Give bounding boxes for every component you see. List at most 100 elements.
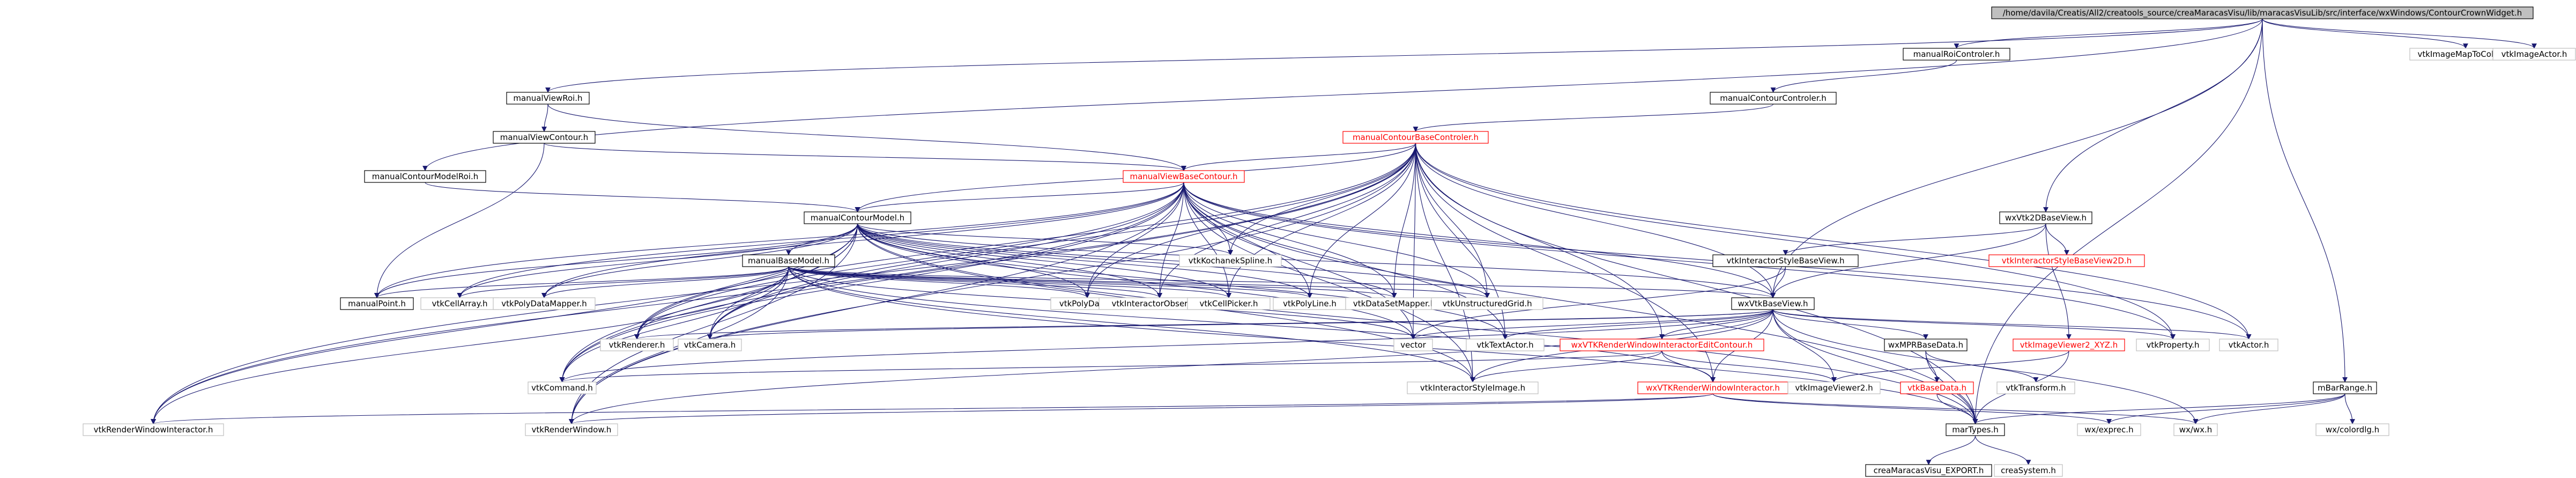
node-mar-types[interactable]: marTypes.h (1946, 423, 2005, 436)
node-box (2173, 423, 2218, 436)
node-box (1187, 297, 1271, 310)
node-vtk-base-data[interactable]: vtkBaseData.h (1900, 381, 1974, 394)
node-vtk-unstructured-grid[interactable]: vtkUnstructuredGrid.h (1431, 297, 1543, 310)
node-box (1884, 339, 1968, 351)
edge-wxVtkBaseView-to-vtkRenderer (634, 309, 1773, 340)
node-label: manualContourModel.h (811, 213, 904, 223)
node-wx-mprbase-data[interactable]: wxMPRBaseData.h (1884, 339, 1968, 351)
edge-manualBaseModel-to-vtkInteractorObserver (788, 266, 1162, 298)
edge-manualViewBaseContour-to-vtkCellPicker (1183, 182, 1231, 298)
node-manual-contour-model-roi[interactable]: manualContourModelRoi.h (364, 170, 486, 183)
node-wx-vtkrender-window-interactor-edit-contour[interactable]: wxVTKRenderWindowInteractorEditContour.h (1560, 339, 1764, 351)
edge-root-to-manualViewRoi (545, 18, 2263, 93)
edge-manualViewBaseContour-to-vtkRenderer (634, 182, 1184, 340)
edge-wxVtkBaseView-to-wxMPRBaseData (1772, 309, 1928, 340)
node-vtk-cell-picker[interactable]: vtkCellPicker.h (1187, 297, 1271, 310)
node-label: vtkCamera.h (684, 340, 736, 350)
node-manual-view-contour[interactable]: manualViewContour.h (493, 131, 596, 144)
edge-manualBaseModel-to-vtkPolyDataMapper (541, 266, 789, 298)
node-vtk-camera[interactable]: vtkCamera.h (678, 339, 742, 351)
node-label: manualViewContour.h (500, 133, 589, 142)
node-vtk-command[interactable]: vtkCommand.h (528, 381, 597, 394)
node-label: vtkInteractorObserver.h (1111, 299, 1207, 308)
node-manual-roi-controler[interactable]: manualRoiControler.h (1903, 48, 2010, 61)
node-manual-contour-controler[interactable]: manualContourControler.h (1710, 92, 1837, 105)
node-vtk-data-set-mapper[interactable]: vtkDataSetMapper.h (1345, 297, 1443, 310)
node-vtk-text-actor[interactable]: vtkTextActor.h (1466, 339, 1545, 351)
node-wx-vtkrender-window-interactor[interactable]: wxVTKRenderWindowInteractor.h (1637, 381, 1788, 394)
node-label: manualContourControler.h (1720, 93, 1827, 103)
edge-wxVtkBaseView-to-vtkRenderWindow (569, 309, 1773, 424)
node-wx-vtk2dbase-view[interactable]: wxVtk2DBaseView.h (1999, 211, 2092, 224)
node-label: vtkInteractorStyleBaseView2D.h (2002, 256, 2132, 266)
edge-manualContourBaseControler-to-vtkRenderer (634, 143, 1416, 340)
node-wxwx[interactable]: wx/wx.h (2173, 423, 2218, 436)
node-manual-view-base-contour[interactable]: manualViewBaseContour.h (1123, 170, 1245, 183)
node-label: vtkActor.h (2229, 340, 2269, 350)
edge-manualBaseModel-to-vtkDataSetMapper (788, 266, 1397, 298)
node-box (1991, 6, 2534, 19)
node-vtk-kochanek-spline[interactable]: vtkKochanekSpline.h (1179, 254, 1282, 267)
node-vector[interactable]: vector (1393, 339, 1433, 351)
node-vtk-interactor-style-base-view2d[interactable]: vtkInteractorStyleBaseView2D.h (1988, 254, 2145, 267)
edge-mBarRange-to-wxcolordlg (2344, 393, 2355, 424)
node-crea-system[interactable]: creaSystem.h (1994, 464, 2063, 477)
node-vtk-render-window[interactable]: vtkRenderWindow.h (525, 423, 618, 436)
node-vtk-poly-line[interactable]: vtkPolyLine.h (1273, 297, 1347, 310)
node-wxcolordlg[interactable]: wx/colordlg.h (2315, 423, 2389, 436)
node-box (1787, 381, 1881, 394)
edge-manualBaseModel-to-vtkPolyLine (788, 266, 1312, 298)
node-box (1731, 297, 1815, 310)
edge-wxVtk2DBaseView-to-wxVtkBaseView (1770, 223, 2046, 298)
edge-manualContourBaseControler-to-vtkRenderWindowInteractor (151, 143, 1416, 424)
node-box (742, 254, 835, 267)
node-label: vtkTextActor.h (1476, 340, 1533, 350)
node-wxexprec[interactable]: wx/exprec.h (2077, 423, 2141, 436)
edge-wxVTKRenderWindowInteractor-to-wxexprec (1712, 393, 2112, 424)
node-box (528, 381, 597, 394)
edge-vtkInteractorStyleBaseView-to-wxVtkBaseView (1770, 266, 1786, 298)
node-vtk-transform[interactable]: vtkTransform.h (1996, 381, 2075, 394)
node-vtk-cell-array[interactable]: vtkCellArray.h (420, 297, 499, 310)
node-manual-point[interactable]: manualPoint.h (340, 297, 414, 310)
node-vtk-renderer[interactable]: vtkRenderer.h (600, 339, 674, 351)
node-label: vtkUnstructuredGrid.h (1442, 299, 1532, 308)
node-label: creaMaracasVisu_EXPORT.h (1874, 466, 1984, 476)
edge-manualRoiControler-to-manualContourControler (1770, 60, 1957, 93)
edge-vtkInteractorStyleBaseView-to-vector (1411, 266, 1786, 340)
node-box (1710, 92, 1837, 105)
node-crea-maracas-visu-export[interactable]: creaMaracasVisu_EXPORT.h (1865, 464, 1992, 477)
edge-wxVtk2DBaseView-to-vtkImageViewer2_XYZ (2045, 223, 2072, 340)
edge-manualViewBaseContour-to-vtkRenderWindowInteractor (151, 182, 1184, 424)
edge-wxVTKRenderWindowInteractor-to-vtkRenderWindowInteractor (151, 393, 1713, 424)
edge-manualViewBaseContour-to-vtkCommand (559, 182, 1184, 383)
node-vtk-image-viewer2[interactable]: vtkImageViewer2.h (1787, 381, 1881, 394)
node-manual-contour-model[interactable]: manualContourModel.h (804, 211, 911, 224)
edge-manualBaseModel-to-vtkCellPicker (788, 266, 1231, 298)
node-manual-base-model[interactable]: manualBaseModel.h (742, 254, 835, 267)
edge-manualViewBaseContour-to-vtkCamera (707, 182, 1184, 340)
node-vtk-image-viewer2-xyz[interactable]: vtkImageViewer2_XYZ.h (2013, 339, 2125, 351)
node-vtk-render-window-interactor[interactable]: vtkRenderWindowInteractor.h (83, 423, 224, 436)
node-wx-vtk-base-view[interactable]: wxVtkBaseView.h (1731, 297, 1815, 310)
node-vtk-interactor-style-image[interactable]: vtkInteractorStyleImage.h (1407, 381, 1539, 394)
node-vtk-interactor-style-base-view[interactable]: vtkInteractorStyleBaseView.h (1712, 254, 1859, 267)
node-box (1179, 254, 1282, 267)
edge-wxVtkBaseView-to-marTypes (1772, 309, 1978, 424)
edge-manualContourModel-to-vtkTextActor (857, 223, 1508, 340)
node-manual-view-roi[interactable]: manualViewRoi.h (506, 92, 590, 105)
node-m-bar-range[interactable]: mBarRange.h (2313, 381, 2377, 394)
edge-manualViewContour-to-manualPoint (374, 143, 545, 298)
node-vtk-property[interactable]: vtkProperty.h (2136, 339, 2210, 351)
node-vtk-image-actor[interactable]: vtkImageActor.h (2492, 48, 2576, 61)
node-label: vtkTransform.h (2006, 383, 2066, 393)
node-vtk-poly-data-mapper[interactable]: vtkPolyDataMapper.h (493, 297, 596, 310)
edge-manualContourModel-to-vtkCommand (559, 223, 858, 383)
node-vtk-actor[interactable]: vtkActor.h (2219, 339, 2278, 351)
node-box (1994, 464, 2063, 477)
edge-manualBaseModel-to-vtkInteractorStyleImage (788, 266, 1475, 383)
node-manual-contour-base-controler[interactable]: manualContourBaseControler.h (1342, 131, 1489, 144)
edge-manualViewBaseContour-to-vtkProperty (1183, 182, 2176, 340)
node-root: /home/davila/Creatis/All2/creatools_sour… (1991, 6, 2534, 19)
node-box (493, 131, 596, 144)
